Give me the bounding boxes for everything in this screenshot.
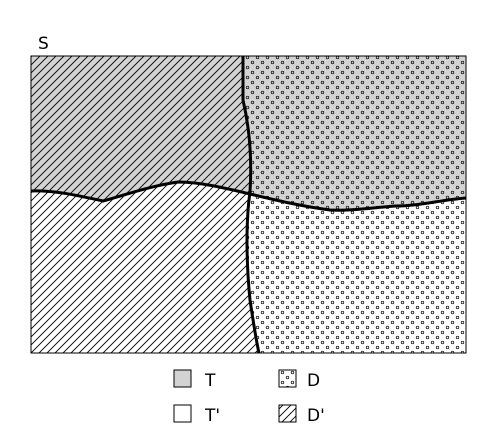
region-t-and-d [243,56,466,211]
region-t-and-d-prime [31,56,251,201]
legend: T D T' D' [173,369,325,426]
legend-swatch-t-prime [173,404,192,423]
boundary-d [241,56,261,354]
region-t-prime-and-d [247,195,466,353]
legend-swatch-d [278,369,297,388]
legend-swatch-t [173,369,192,388]
legend-label-t: T [204,371,216,391]
legend-label-d: D [307,371,320,391]
legend-swatch-d-prime [278,404,297,423]
region-t-prime-and-d-prime [31,182,259,353]
legend-label-t-prime: T' [204,406,220,426]
universe-rectangle [30,55,467,354]
universe-label: S [38,34,49,54]
legend-label-d-prime: D' [307,406,325,426]
